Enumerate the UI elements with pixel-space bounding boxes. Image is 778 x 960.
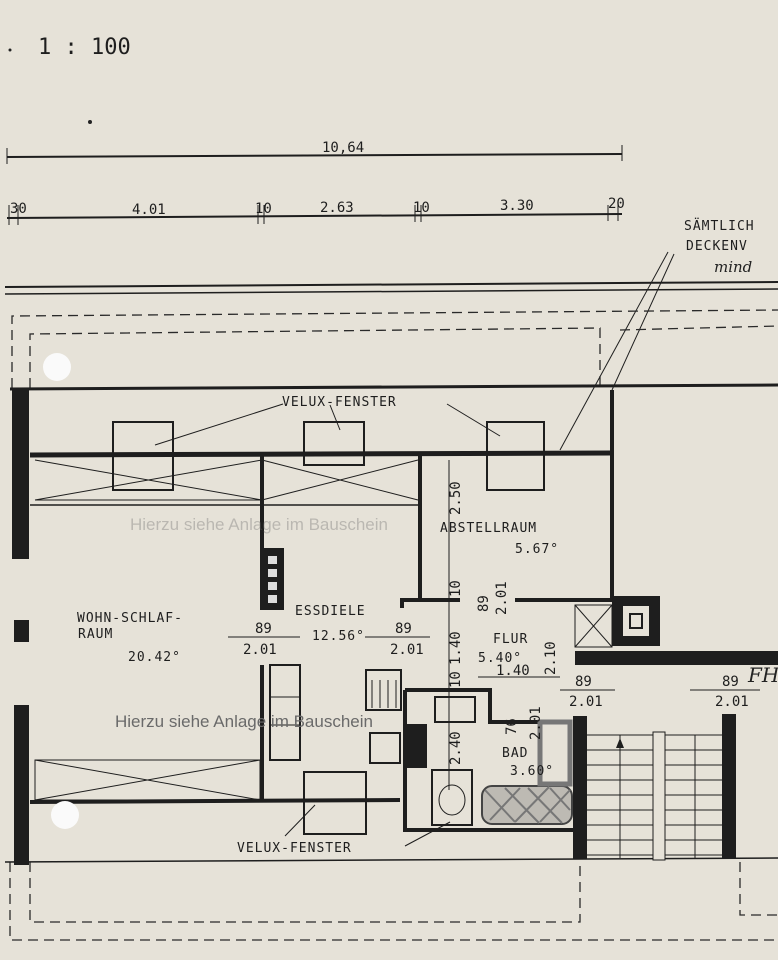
door-width: 89 (722, 674, 739, 690)
room-labels: WOHN-SCHLAF- RAUM 20.42° ESSDIELE 12.56°… (77, 521, 559, 779)
dim-label: 10 (448, 671, 464, 688)
door-width: 89 (575, 674, 592, 690)
dim-label: 10 (255, 201, 272, 217)
room-area: 5.67° (515, 542, 559, 557)
dim-label: 2.63 (320, 200, 354, 216)
door-width: 89 (255, 621, 272, 637)
stamp-text: Hierzu siehe Anlage im Bauschein (115, 712, 373, 731)
dim-label: 2.40 (448, 731, 464, 765)
dimension-segments: 30 4.01 10 2.63 10 3.30 20 (6, 196, 625, 225)
room-area: 5.40° (478, 651, 522, 666)
note-line: DECKENV (686, 239, 748, 254)
arrow-up-icon (616, 738, 624, 748)
dim-label: 4.01 (132, 202, 166, 218)
dim-label: 20 (608, 196, 625, 212)
scale-label: 1 : 100 (38, 35, 131, 60)
door-height: 2.01 (494, 581, 510, 615)
room-name: BAD (502, 746, 528, 761)
roof-line (4, 288, 778, 295)
dot-mark (8, 48, 12, 52)
inner-dimensions: 2.50 10 1.40 10 2.40 1.40 2.10 (448, 460, 560, 790)
stamp-text-faded: Hierzu siehe Anlage im Bauschein (130, 515, 388, 534)
staircase (587, 731, 722, 861)
dim-label: 3.30 (500, 198, 534, 214)
dot-mark (88, 120, 92, 124)
dim-label: 10 (413, 200, 430, 216)
room-area: 20.42° (128, 650, 181, 665)
velux-windows: VELUX-FENSTER VELUX-FENSTER (112, 395, 545, 856)
dim-label: 10 (448, 580, 464, 597)
room-name: ABSTELLRAUM (440, 521, 537, 536)
note-line: mind (714, 258, 752, 276)
velux-label-top: VELUX-FENSTER (282, 395, 397, 410)
note-line: SÄMTLICH (684, 218, 755, 234)
dim-label: 30 (10, 201, 27, 217)
room-name: RAUM (78, 627, 113, 642)
door-width: 76 (504, 718, 520, 735)
dim-label: 1.40 (448, 631, 464, 665)
door-width: 89 (395, 621, 412, 637)
door-width: 89 (476, 595, 492, 612)
walls (4, 383, 778, 865)
door-height: 2.01 (528, 706, 544, 740)
dim-label: 1.40 (496, 663, 530, 679)
dimension-total-label: 10,64 (322, 140, 364, 156)
dashed-outline (9, 309, 778, 941)
door-height: 2.01 (390, 642, 424, 658)
door-height: 2.01 (715, 694, 749, 710)
velux-label-bottom: VELUX-FENSTER (237, 841, 352, 856)
door-dimensions: 89 2.01 89 2.01 89 2.01 89 2.01 89 2.01 … (228, 581, 760, 740)
dimension-total: 10,64 (6, 140, 623, 164)
punch-hole (43, 353, 71, 381)
dim-label: 2.10 (543, 641, 559, 675)
room-area: 3.60° (510, 764, 554, 779)
room-name: WOHN-SCHLAF- (77, 611, 183, 626)
fixtures (269, 664, 573, 826)
room-area: 12.56° (312, 629, 365, 644)
roof-line (4, 281, 778, 288)
dim-label: 2.50 (448, 481, 464, 515)
bathtub (481, 785, 573, 825)
room-name: ESSDIELE (295, 604, 366, 619)
right-label: FH (747, 663, 778, 687)
door-height: 2.01 (569, 694, 603, 710)
room-name: FLUR (493, 632, 528, 647)
door-height: 2.01 (243, 642, 277, 658)
punch-hole (51, 801, 79, 829)
